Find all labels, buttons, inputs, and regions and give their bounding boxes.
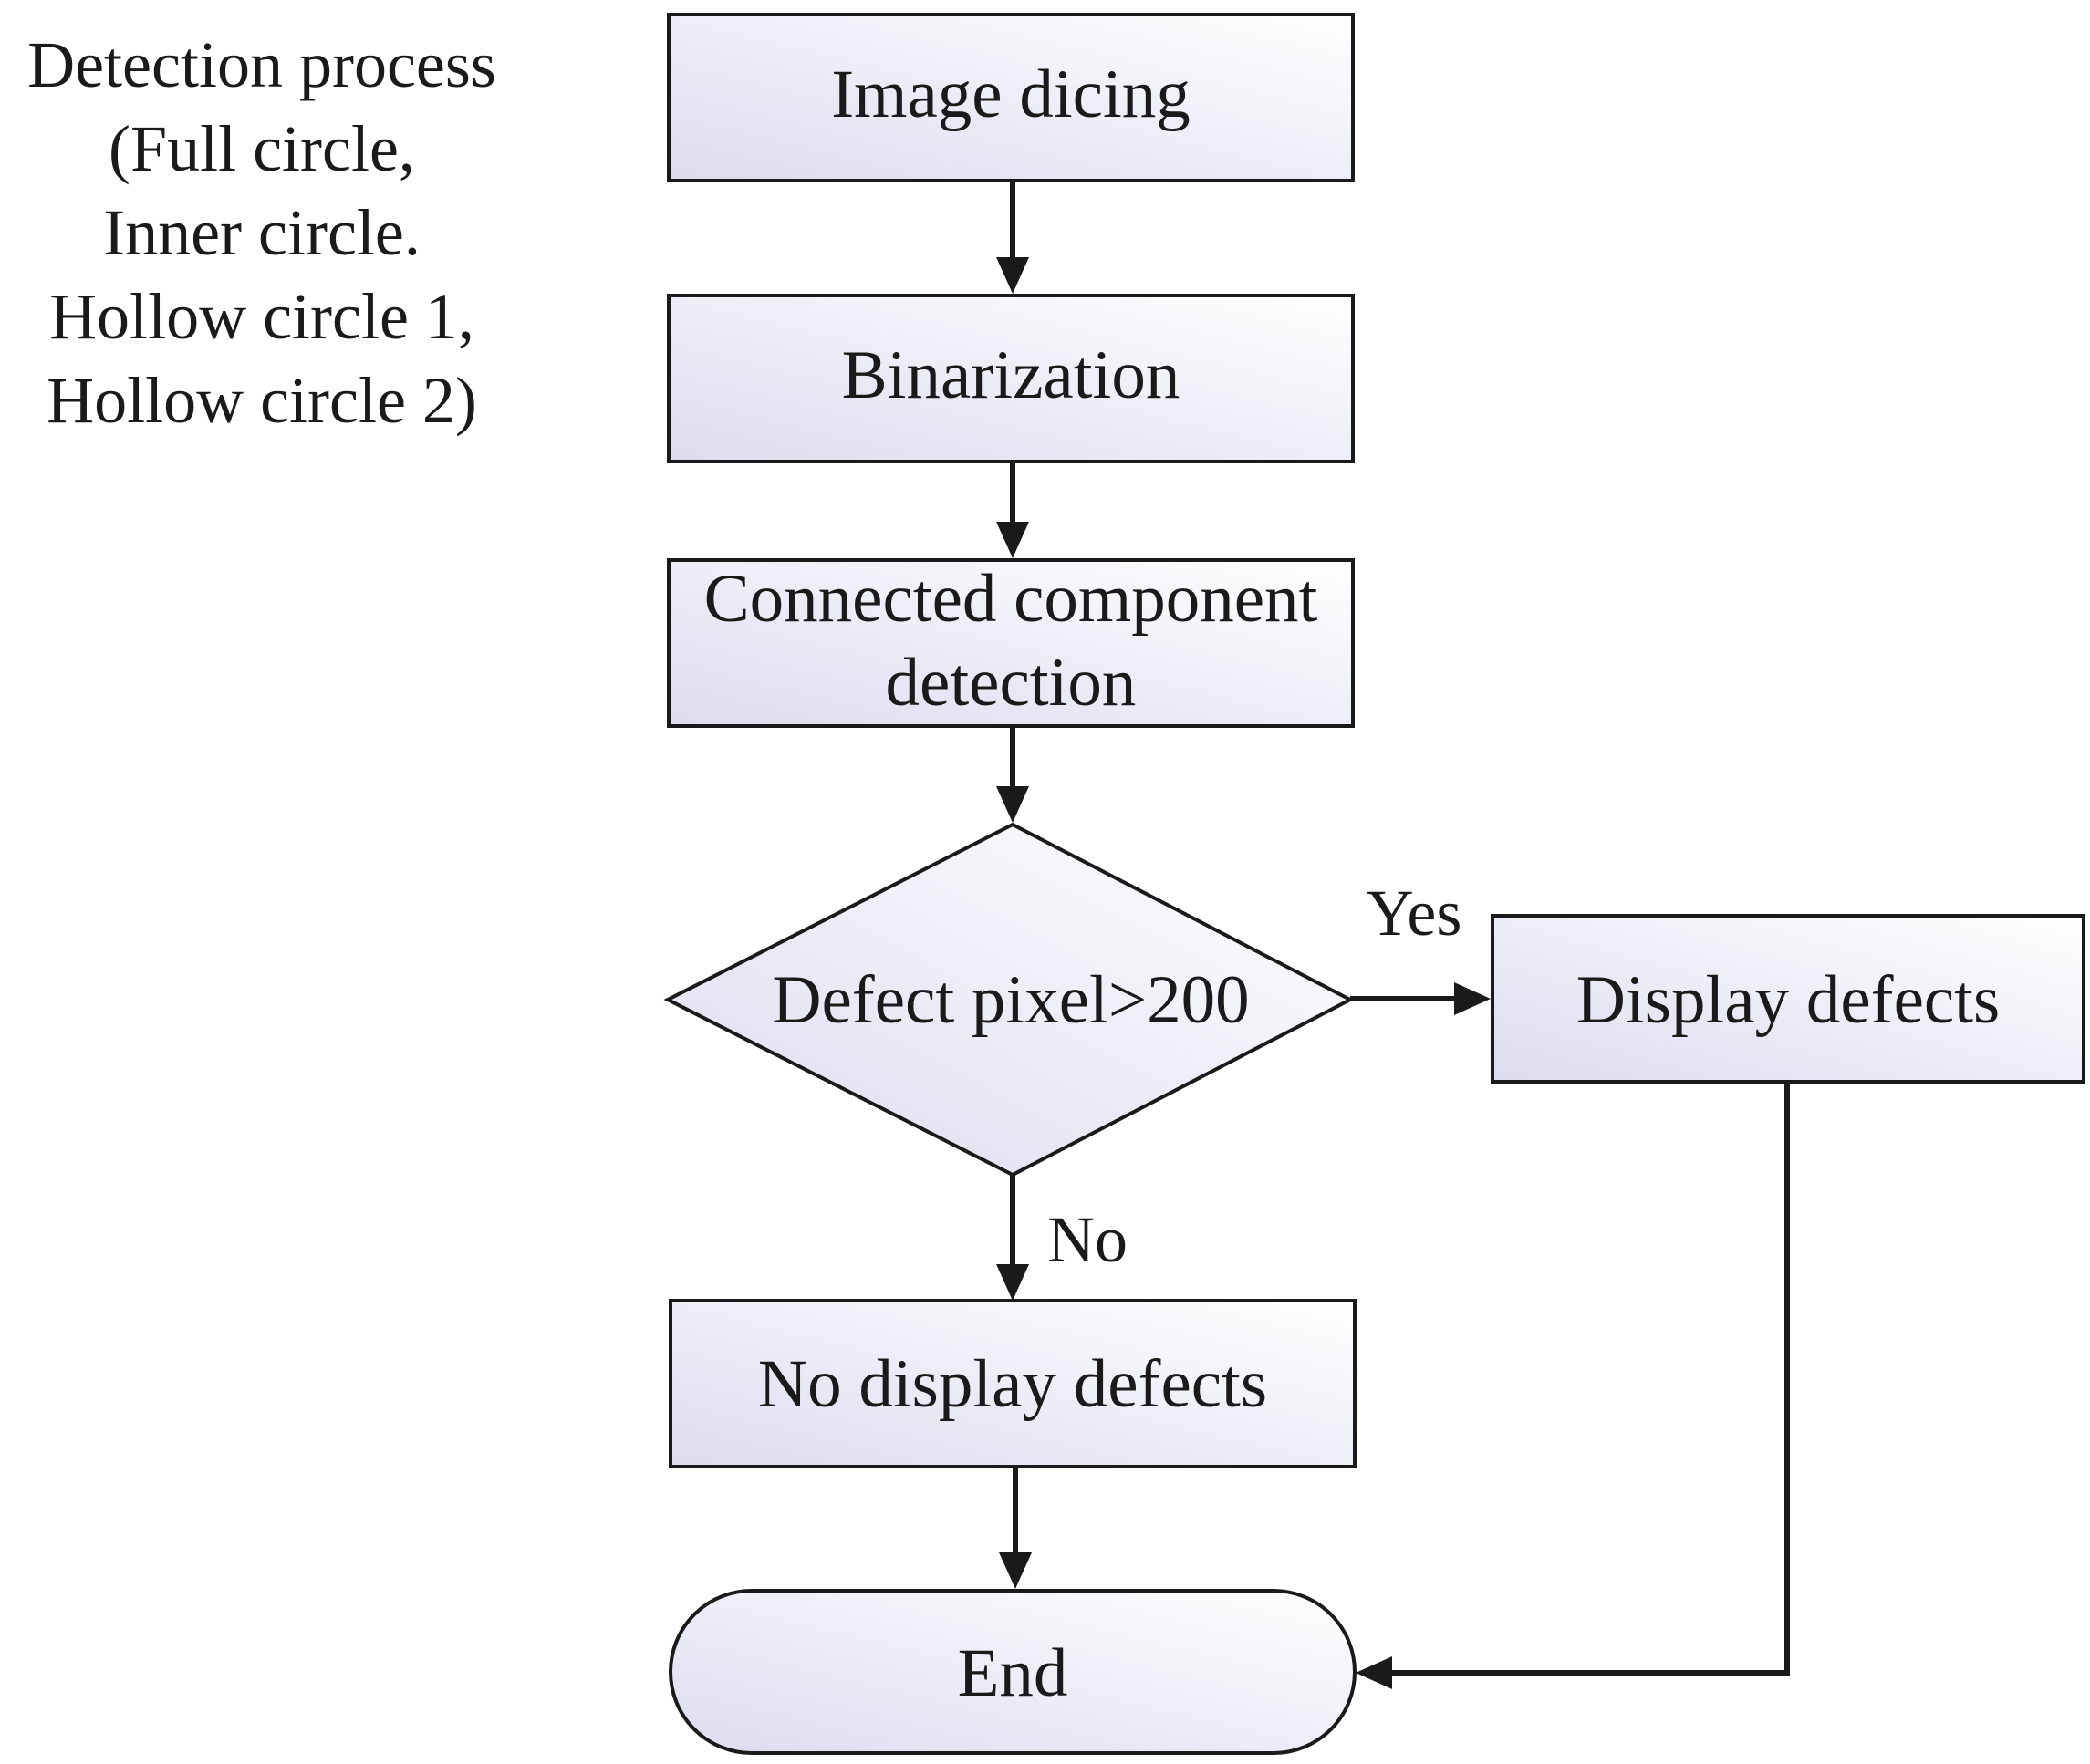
- branch-label-no: No: [1047, 1203, 1128, 1276]
- process-box-display-defects: [1491, 914, 2085, 1084]
- node-image-dicing: Image dicing: [667, 13, 1355, 182]
- side-note: Detection process (Full circle, Inner ci…: [27, 28, 496, 437]
- side-note-line-3: Inner circle.: [103, 196, 421, 269]
- decision-diamond: [663, 822, 1355, 1178]
- node-label-binarization: Binarization: [842, 337, 1180, 413]
- process-box-image-dicing: [667, 13, 1355, 182]
- node-label-end: End: [958, 1635, 1068, 1711]
- side-note-line-1: Detection process: [27, 28, 496, 101]
- arrowhead-decision: [996, 786, 1029, 823]
- node-label-decision: Defect pixel>200: [772, 962, 1249, 1038]
- edges: [996, 181, 1790, 1689]
- node-label-display-defects: Display defects: [1576, 962, 2000, 1038]
- side-note-line-5: Hollow circle 2): [47, 364, 477, 437]
- node-connected-component-detection: Connected component detection: [667, 558, 1355, 728]
- arrowhead-ccd: [996, 522, 1029, 558]
- arrowhead-end-top: [999, 1552, 1032, 1589]
- node-label-no-display-defects: No display defects: [758, 1346, 1267, 1422]
- node-decision: Defect pixel>200: [663, 822, 1355, 1178]
- node-no-display-defects: No display defects: [669, 1299, 1357, 1468]
- arrowhead-end-side: [1356, 1656, 1392, 1689]
- process-box-binarization: [667, 294, 1355, 463]
- node-label-ccd-line-1: Connected component: [704, 561, 1318, 637]
- arrowhead-display-defects: [1454, 982, 1491, 1015]
- arrowhead-no-display-defects: [996, 1264, 1029, 1301]
- arrowhead-binarization: [996, 257, 1029, 294]
- branch-label-yes: Yes: [1367, 877, 1462, 949]
- side-note-line-4: Hollow circle 1,: [49, 280, 474, 353]
- terminator-end: [669, 1589, 1357, 1755]
- node-display-defects: Display defects: [1491, 914, 2085, 1084]
- side-note-line-2: (Full circle,: [109, 112, 415, 185]
- node-end: End: [669, 1589, 1357, 1755]
- node-label-image-dicing: Image dicing: [831, 57, 1191, 132]
- edge-display-defects-to-end: [1392, 1082, 1790, 1676]
- process-box-no-display-defects: [669, 1299, 1357, 1468]
- process-box-connected-component: [667, 558, 1355, 728]
- node-binarization: Binarization: [667, 294, 1355, 463]
- node-label-ccd-line-2: detection: [886, 645, 1137, 721]
